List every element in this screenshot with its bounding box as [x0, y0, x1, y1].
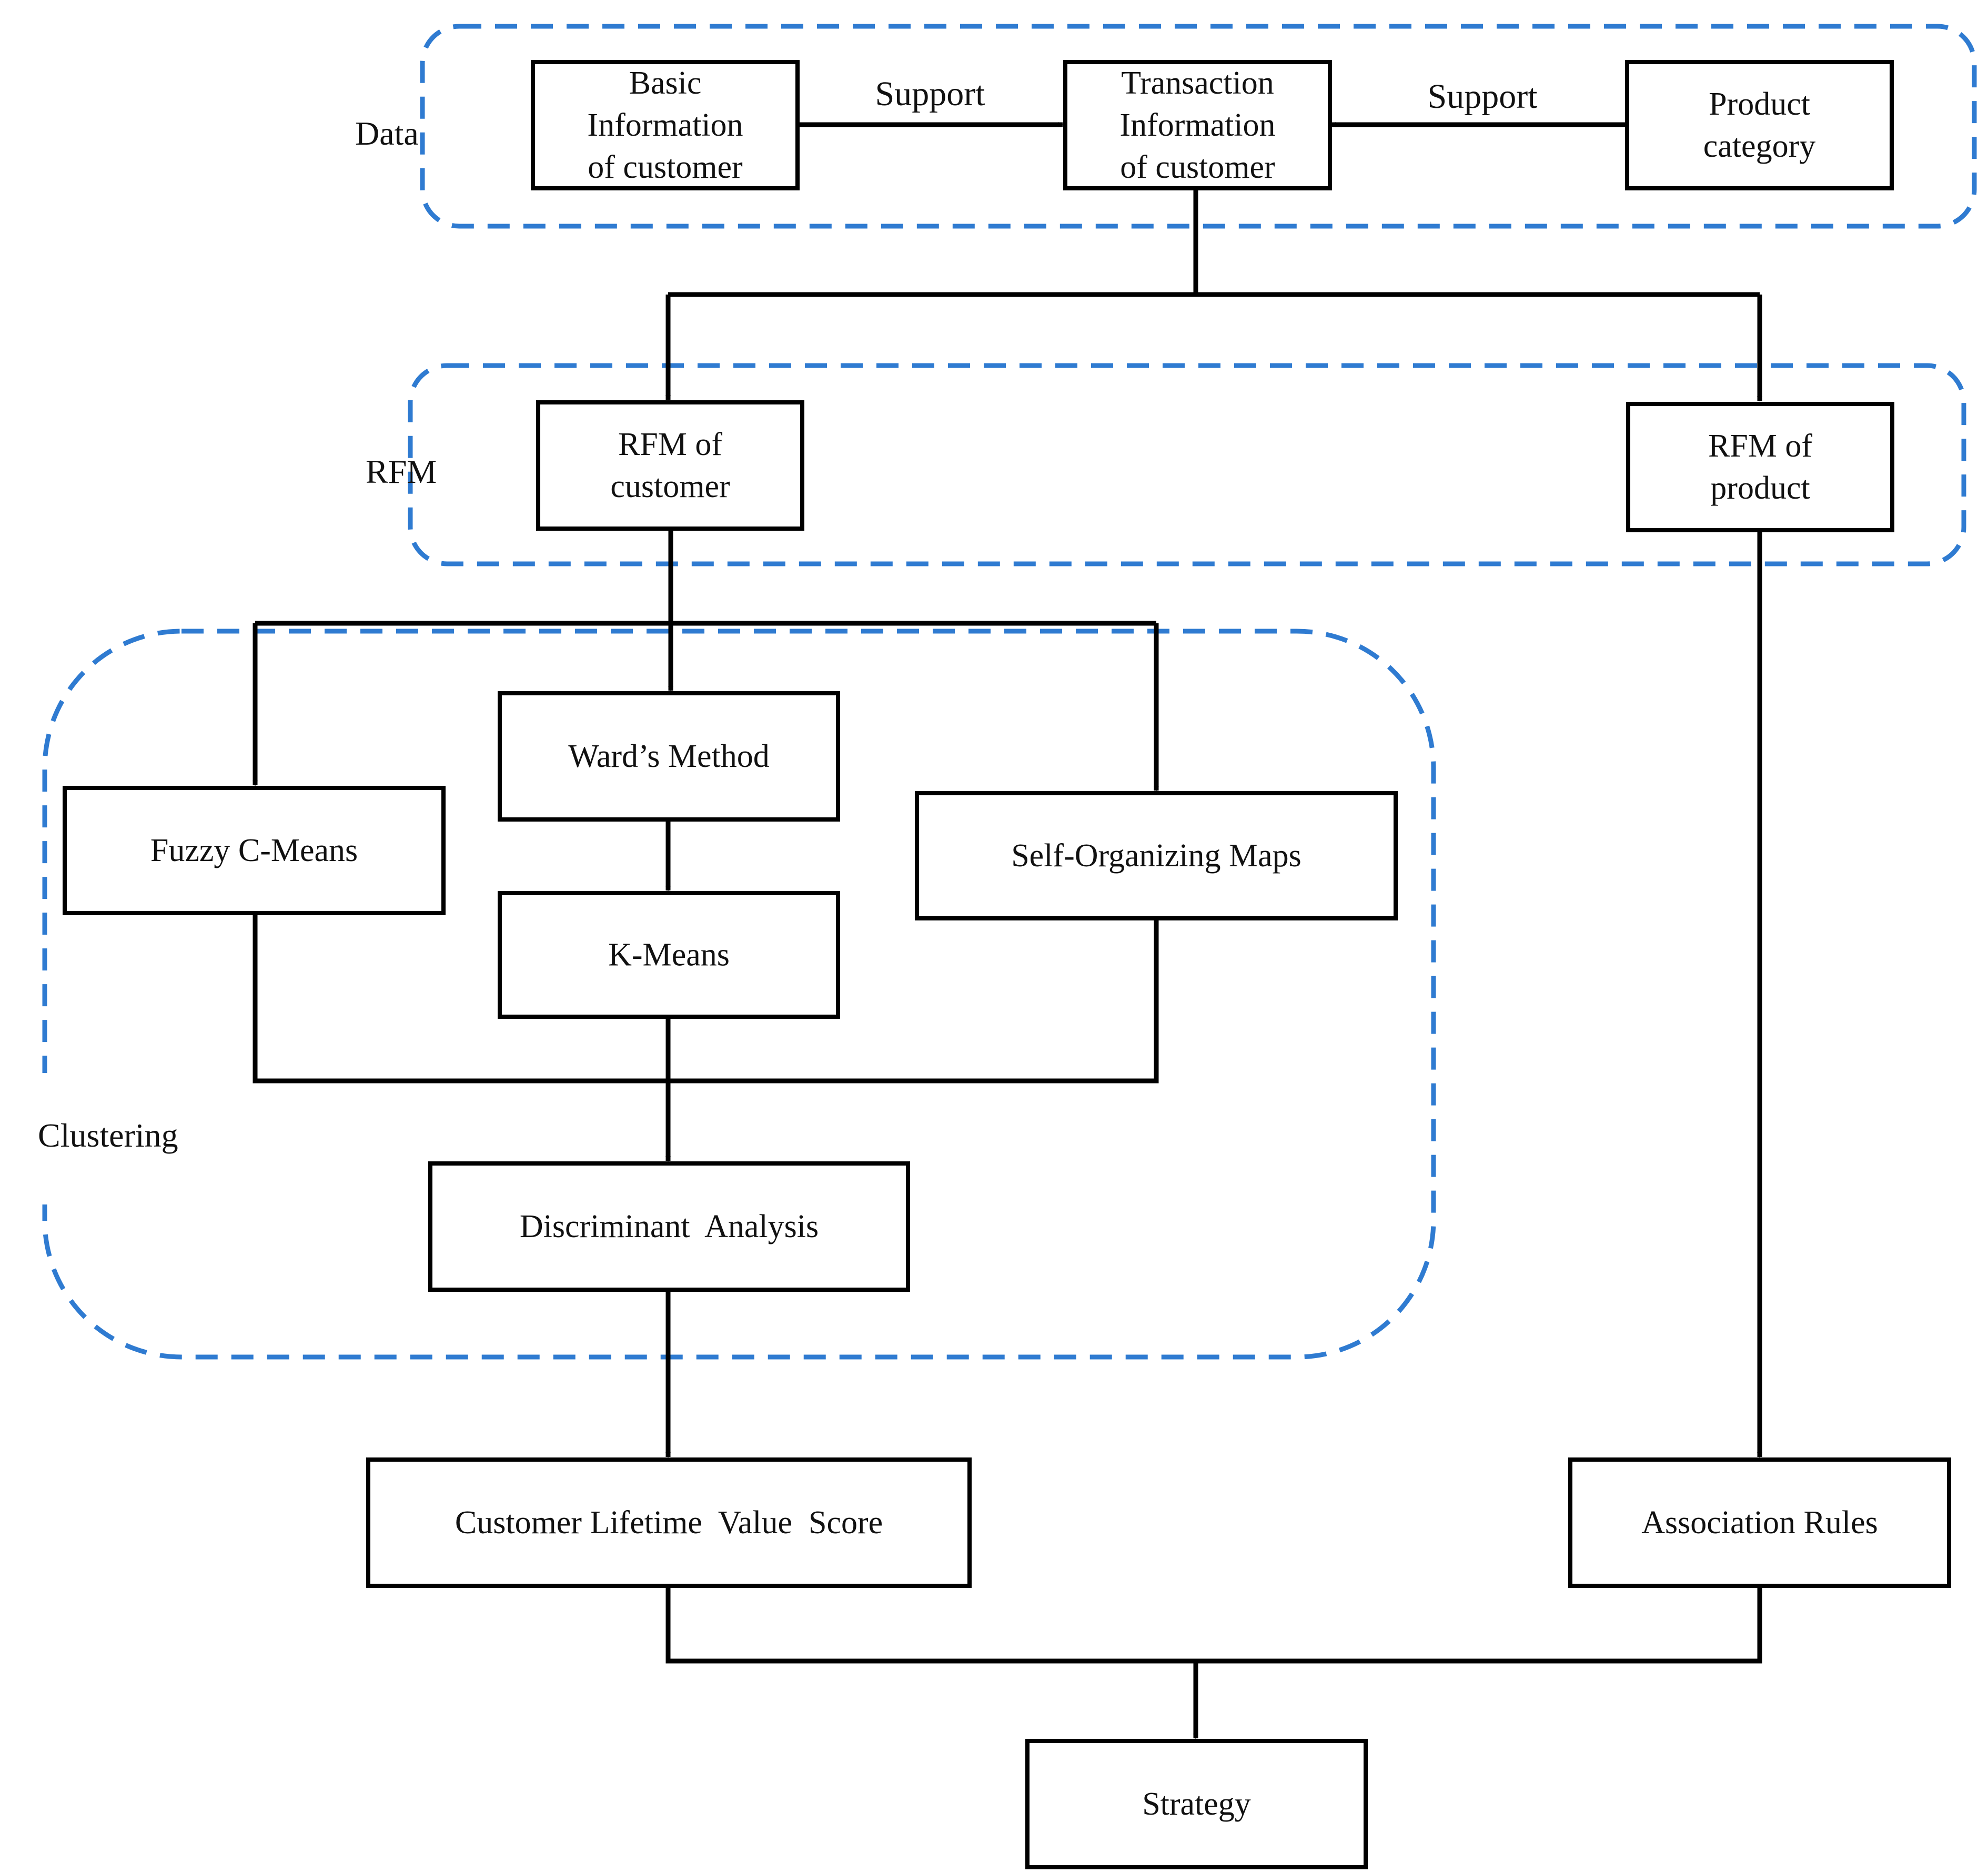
- node-strategy-label-line-1: Strategy: [1142, 1786, 1251, 1822]
- node-rfm-customer: RFM of customer: [536, 400, 804, 531]
- node-clv-score-label-line-1: Customer Lifetime Value Score: [455, 1505, 883, 1541]
- node-fuzzy-cmeans-label-line-1: Fuzzy C-Means: [150, 833, 358, 868]
- node-strategy: Strategy: [1025, 1739, 1368, 1869]
- node-product-category-label-line-2: category: [1703, 128, 1815, 164]
- node-wards-method-label-line-1: Ward’s Method: [568, 738, 769, 774]
- connectors: [253, 122, 1762, 1739]
- group-clustering-border: [42, 629, 1436, 1360]
- node-discriminant-box: [428, 1161, 910, 1292]
- node-rfm-customer-box: [536, 400, 804, 531]
- node-product-category-label-line-1: Product: [1709, 86, 1810, 122]
- node-clv-score: Customer Lifetime Value Score: [366, 1457, 972, 1588]
- node-fuzzy-cmeans: Fuzzy C-Means: [63, 786, 446, 915]
- node-clv-score-box: [366, 1457, 972, 1588]
- node-kmeans-label-line-1: K-Means: [608, 937, 730, 973]
- node-association-rules-box: [1568, 1457, 1951, 1588]
- node-kmeans: K-Means: [498, 891, 840, 1019]
- node-rfm-product-box: [1626, 402, 1894, 532]
- node-basic-info-box: [531, 60, 800, 190]
- node-product-category-box: [1625, 60, 1894, 190]
- node-association-rules: Association Rules: [1568, 1457, 1951, 1588]
- node-rfm-product: RFM of product: [1626, 402, 1894, 532]
- node-discriminant-label-line-1: Discriminant Analysis: [520, 1209, 819, 1244]
- node-rfm-customer-label-line-1: RFM of: [618, 427, 722, 462]
- node-discriminant: Discriminant Analysis: [428, 1161, 910, 1292]
- node-basic-info-label-line-3: of customer: [588, 149, 743, 185]
- node-rfm-product-label-line-1: RFM of: [1708, 428, 1812, 464]
- group-clustering: Clustering: [32, 629, 1436, 1360]
- node-som: Self-Organizing Maps: [915, 791, 1398, 920]
- group-data: Data: [355, 24, 1977, 229]
- node-transaction-info-label-line-3: of customer: [1120, 149, 1275, 185]
- node-som-label-line-1: Self-Organizing Maps: [1011, 838, 1301, 874]
- group-clustering-label-backdrop: [32, 1073, 210, 1204]
- group-rfm-label: RFM: [366, 453, 437, 490]
- edge-label-support-right: Support: [1427, 77, 1537, 116]
- edge-final-merge: [665, 1583, 1762, 1664]
- group-data-label: Data: [355, 115, 419, 152]
- node-wards-method-box: [498, 691, 840, 822]
- node-transaction-info-box: [1063, 60, 1332, 190]
- group-clustering-label: Clustering: [38, 1117, 178, 1154]
- node-transaction-info-label-line-1: Transaction: [1121, 65, 1274, 101]
- node-strategy-box: [1025, 1739, 1368, 1869]
- node-som-box: [915, 791, 1398, 920]
- node-wards-method: Ward’s Method: [498, 691, 840, 822]
- node-rfm-customer-label-line-2: customer: [610, 469, 730, 504]
- node-basic-info-label-line-2: Information: [587, 107, 743, 143]
- node-transaction-info-label-line-2: Information: [1119, 107, 1275, 143]
- edge-label-support-left: Support: [875, 75, 985, 113]
- node-association-rules-label-line-1: Association Rules: [1641, 1505, 1878, 1541]
- node-kmeans-box: [498, 891, 840, 1019]
- node-product-category: Product category: [1625, 60, 1894, 190]
- node-fuzzy-cmeans-box: [63, 786, 446, 915]
- node-rfm-product-label-line-2: product: [1710, 470, 1810, 506]
- node-basic-info-label-line-1: Basic: [629, 65, 702, 101]
- edge-fuzzy-merge: [253, 912, 1159, 1084]
- group-rfm: RFM: [366, 363, 1966, 566]
